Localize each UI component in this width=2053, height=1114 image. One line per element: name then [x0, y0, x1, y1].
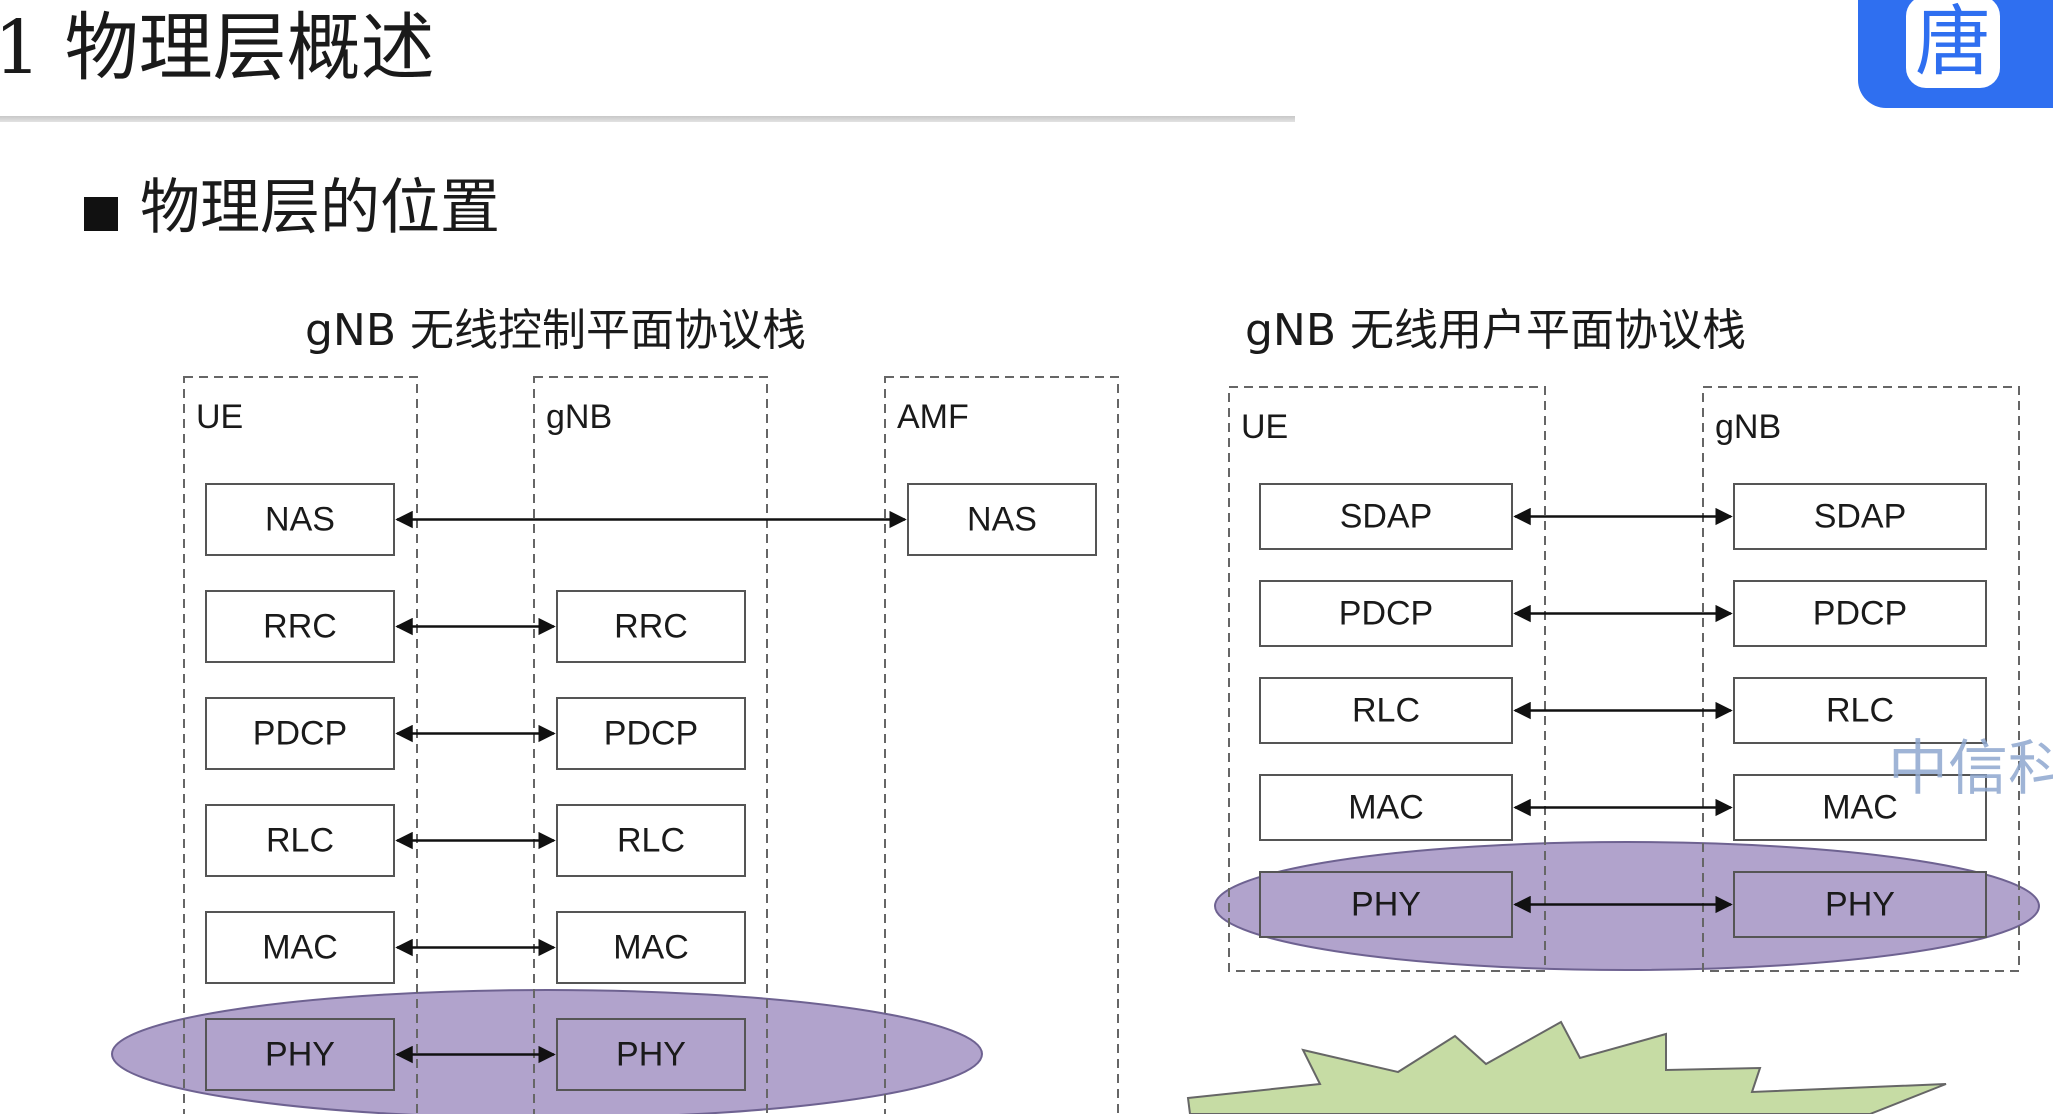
gnb-column-label: gNB — [1715, 408, 1781, 446]
ue-layer-label-rrc: RRC — [263, 607, 337, 645]
gnb-layer-box-mac — [556, 911, 746, 984]
gnb-layer-box-phy — [1733, 871, 1987, 938]
bullet-square-icon — [84, 197, 118, 231]
gnb-layer-label-phy: PHY — [616, 1035, 686, 1073]
ue-layer-label-pdcp: PDCP — [1339, 594, 1433, 632]
gnb-column-label: gNB — [546, 398, 612, 436]
ue-column-frame — [1228, 386, 1546, 972]
gnb-layer-box-sdap — [1733, 483, 1987, 550]
ue-layer-label-nas: NAS — [265, 500, 335, 538]
ue-layer-label-phy: PHY — [265, 1035, 335, 1073]
gnb-column-frame — [1702, 386, 2020, 972]
ue-layer-box-rlc — [205, 804, 395, 877]
watermark-text: 中信科 — [1888, 734, 2053, 804]
ue-layer-box-phy — [205, 1018, 395, 1091]
ue-layer-box-nas — [205, 483, 395, 556]
amf-layer-label-nas: NAS — [967, 500, 1037, 538]
gnb-layer-box-mac — [1733, 774, 1987, 841]
slide-title: 1 物理层概述 — [0, 5, 435, 91]
user-plane-diagram: gNB 无线用户平面协议栈 UE SDAP PDCP RLC MAC PHY gNB SDAP P… — [1214, 305, 2040, 972]
ue-layer-label-mac: MAC — [262, 928, 338, 966]
ue-layer-box-sdap — [1259, 483, 1513, 550]
ue-layer-label-phy: PHY — [1351, 885, 1421, 923]
gnb-layer-box-phy — [556, 1018, 746, 1091]
title-divider — [0, 116, 1295, 122]
gnb-layer-box-rlc — [556, 804, 746, 877]
gnb-layer-label-pdcp: PDCP — [1813, 594, 1907, 632]
gnb-layer-label-pdcp: PDCP — [604, 714, 698, 752]
ue-layer-label-rlc: RLC — [266, 821, 334, 859]
gnb-layer-label-sdap: SDAP — [1814, 497, 1907, 535]
gnb-layer-label-rlc: RLC — [1826, 691, 1894, 729]
gnb-layer-label-mac: MAC — [1822, 788, 1898, 826]
control-plane-diagram: gNB 无线控制平面协议栈 UE NAS RRC PDCP RLC MAC PHY gNB RRC… — [111, 305, 1119, 1114]
gnb-column-frame — [533, 376, 768, 1114]
ue-layer-box-phy — [1259, 871, 1513, 938]
amf-layer-box-nas — [907, 483, 1097, 556]
ue-layer-label-mac: MAC — [1348, 788, 1424, 826]
user-plane-title: gNB 无线用户平面协议栈 — [1245, 305, 1746, 356]
ue-column-frame — [183, 376, 418, 1114]
gnb-layer-box-pdcp — [1733, 580, 1987, 647]
logo-glyph-icon: 唐 — [1906, 0, 2000, 88]
gnb-layer-box-rrc — [556, 590, 746, 663]
ue-layer-label-rlc: RLC — [1352, 691, 1420, 729]
ue-layer-box-mac — [1259, 774, 1513, 841]
gnb-layer-label-rrc: RRC — [614, 607, 688, 645]
gnb-layer-label-phy: PHY — [1825, 885, 1895, 923]
gnb-layer-label-rlc: RLC — [617, 821, 685, 859]
ue-layer-label-pdcp: PDCP — [253, 714, 347, 752]
app-logo[interactable]: 唐 — [1858, 0, 2053, 108]
ue-layer-box-mac — [205, 911, 395, 984]
starburst-callout-shape — [1186, 1020, 1947, 1114]
control-plane-title: gNB 无线控制平面协议栈 — [305, 305, 806, 356]
ue-layer-box-rrc — [205, 590, 395, 663]
amf-column-frame — [884, 376, 1119, 1114]
section-heading: 物理层的位置 — [140, 173, 500, 243]
ue-layer-box-pdcp — [1259, 580, 1513, 647]
ue-layer-box-pdcp — [205, 697, 395, 770]
ue-layer-box-rlc — [1259, 677, 1513, 744]
gnb-layer-label-mac: MAC — [613, 928, 689, 966]
ue-column-label: UE — [196, 398, 243, 436]
ue-layer-label-sdap: SDAP — [1340, 497, 1433, 535]
amf-column-label: AMF — [897, 398, 969, 436]
ue-column-label: UE — [1241, 408, 1288, 446]
gnb-layer-box-pdcp — [556, 697, 746, 770]
gnb-layer-box-rlc — [1733, 677, 1987, 744]
